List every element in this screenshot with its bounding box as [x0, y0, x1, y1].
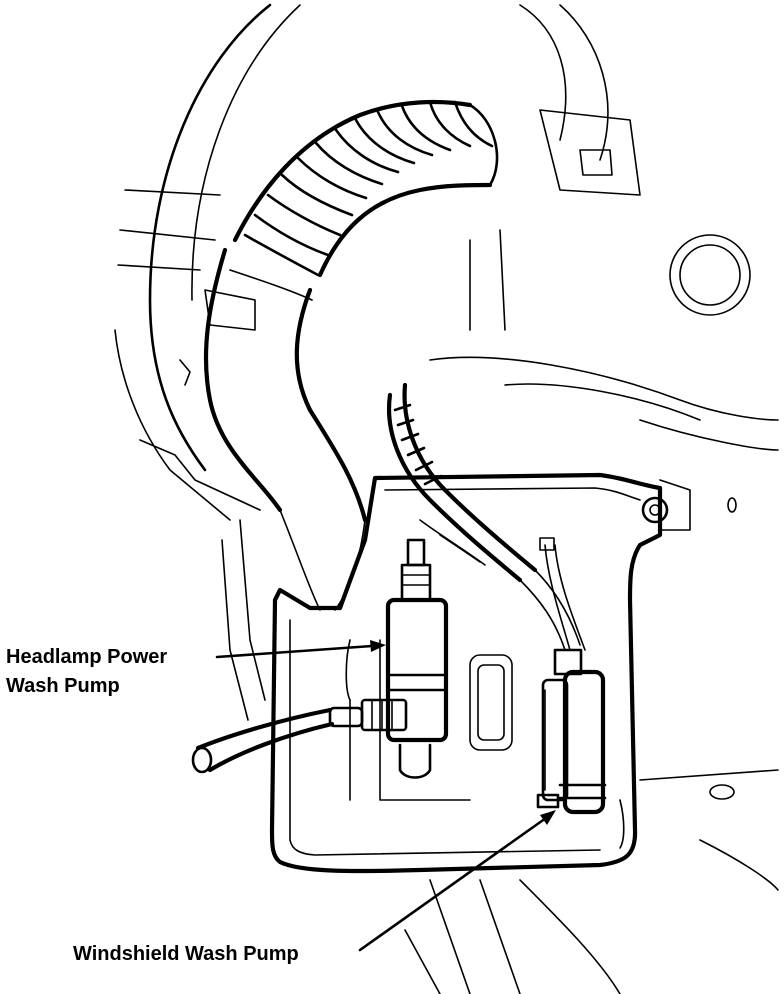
headlamp-leader-arrowhead: [370, 640, 386, 652]
headlamp-pump-label: Headlamp Power Wash Pump: [6, 643, 167, 701]
headlamp-leader-line: [215, 644, 374, 659]
windshield-leader-line: [358, 816, 548, 952]
fender-structure: [114, 3, 779, 994]
headlamp-pump-label-line2: Wash Pump: [6, 675, 120, 697]
wiring-harness: [387, 382, 586, 651]
windshield-leader-arrowhead: [540, 810, 556, 825]
callout-leaders: [215, 640, 556, 952]
windshield-pump: [536, 648, 607, 815]
windshield-pump-label: Windshield Wash Pump: [73, 943, 299, 965]
filler-hose: [203, 99, 499, 611]
headlamp-pump: [328, 538, 449, 779]
headlamp-pump-label-line1: Headlamp Power: [6, 646, 168, 668]
headlamp-hose: [191, 707, 335, 774]
washer-reservoir: [269, 472, 669, 874]
